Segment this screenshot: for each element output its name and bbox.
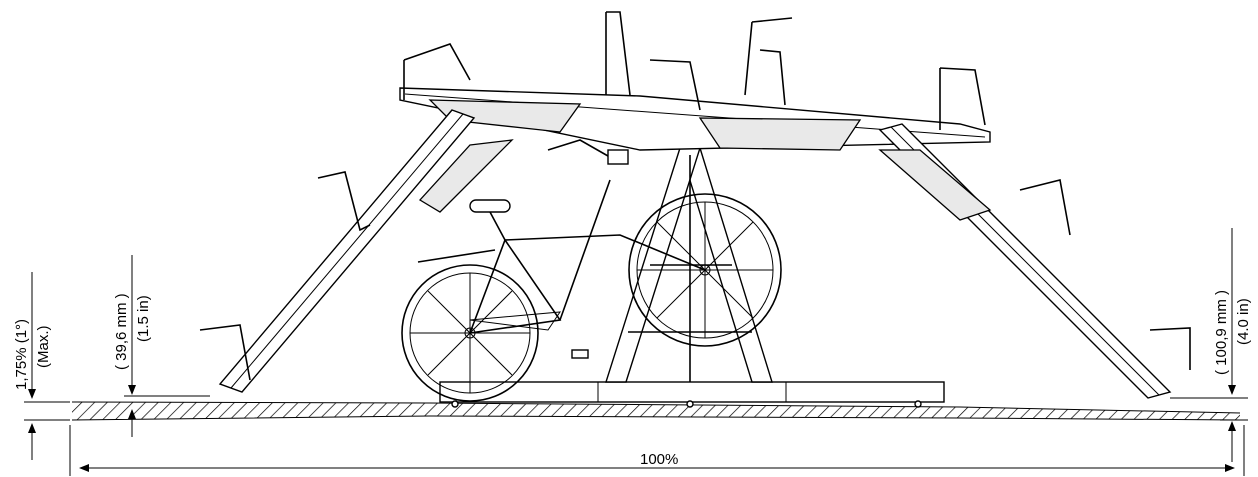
right-offset-mm-label: ( 100,9 mm ) [1213,290,1230,375]
left-offset-in-label: (1.5 in) [135,295,152,342]
right-offset-in-label: (4.0 in) [1235,298,1252,345]
right-ramp [878,123,1191,399]
slope-percent-label: 1,75% (1°) [13,319,30,390]
floor-hatch [71,401,1241,421]
width-label: 100% [640,451,678,468]
right-offset-dimension: ( 100,9 mm ) (4.0 in) [1170,228,1252,462]
slope-max-label: (Max.) [35,326,52,369]
left-offset-mm-label: ( 39,6 mm ) [113,293,130,370]
upper-tray [399,11,991,151]
base-plate [439,381,945,408]
left-slope-dimension: 1,75% (1°) (Max.) [13,272,70,460]
bicycle [401,139,782,402]
width-dimension: 100% [69,425,1245,476]
left-ramp [199,109,514,393]
center-a-frame [605,147,773,383]
left-offset-dimension: ( 39,6 mm ) (1.5 in) [113,255,210,437]
